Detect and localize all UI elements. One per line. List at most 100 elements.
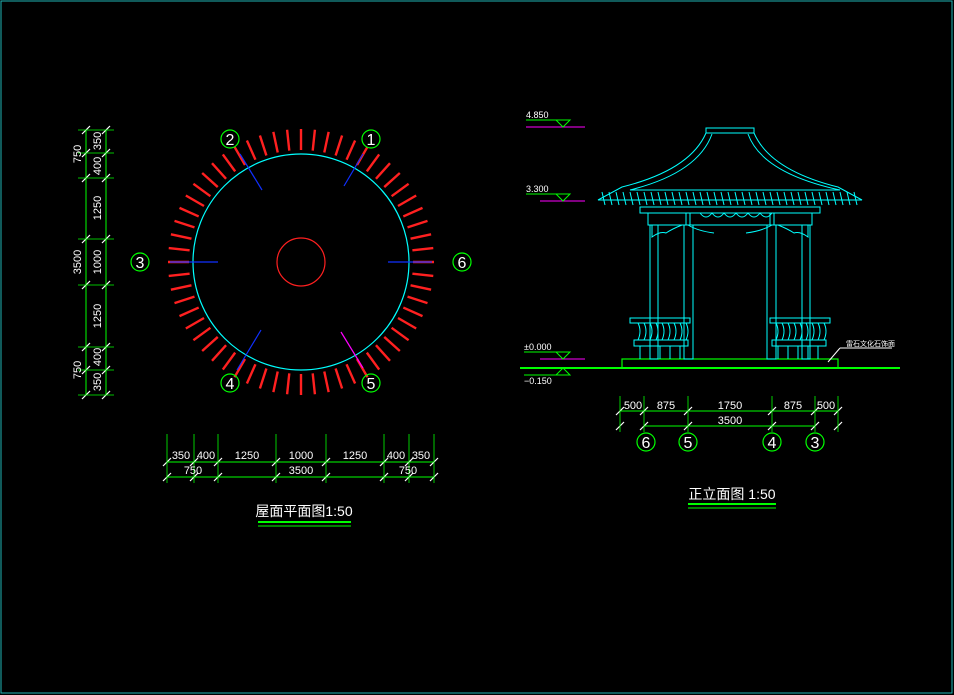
elev-axis-marker-3 — [805, 432, 825, 452]
roof-tile — [664, 191, 669, 206]
roof-tile — [811, 191, 816, 206]
railing-balusters — [637, 322, 827, 359]
rafter — [185, 194, 205, 208]
baluster — [661, 322, 665, 341]
roof-tile — [755, 191, 760, 206]
roof-tile — [783, 191, 788, 206]
hdim-inner-350-left: 350 — [172, 450, 190, 462]
baluster — [781, 322, 785, 341]
rafter — [245, 140, 257, 161]
axis-marker-4 — [220, 373, 240, 393]
level-label-minus0150: −0.150 — [524, 376, 552, 386]
roof-tile — [713, 191, 718, 206]
rafter — [334, 368, 344, 389]
rafter — [323, 131, 330, 153]
vdim-inner-1250-bottom: 1250 — [92, 304, 104, 328]
vdim-inner-400-top: 400 — [92, 157, 104, 175]
baluster — [679, 322, 683, 341]
baluster — [799, 322, 803, 341]
plan-vertical-dimensions: 350 400 1250 1000 1250 400 350 750 3500 … — [72, 125, 114, 400]
roof-tile — [832, 191, 837, 206]
rafter — [345, 363, 357, 384]
level-label-0000: ±0.000 — [524, 342, 551, 352]
rafter — [410, 284, 432, 291]
roof-tile — [818, 191, 823, 206]
elev-axis-label-3: 3 — [811, 435, 820, 452]
baluster — [649, 322, 653, 341]
ridge-line-1 — [343, 153, 364, 187]
elevation-dimensions: 500 875 1750 875 500 3500 — [615, 396, 843, 432]
ridge-line-5 — [340, 331, 364, 369]
roof-tile — [692, 191, 697, 206]
rafter — [272, 371, 279, 393]
roof-tile — [769, 191, 774, 206]
plan-axis-markers: 1 2 3 6 4 5 — [130, 129, 472, 393]
edim-875-left: 875 — [657, 400, 675, 412]
rafter — [192, 326, 212, 342]
rafter — [179, 206, 200, 218]
rafter — [397, 316, 417, 330]
roof-rafters — [168, 129, 434, 395]
roof-tile — [825, 191, 830, 206]
roof-tile — [657, 191, 662, 206]
rafter — [179, 306, 200, 318]
rafter — [233, 146, 247, 166]
plan-title: 屋面平面图1:50 — [255, 503, 352, 519]
axis-label-4: 4 — [226, 376, 235, 393]
hdim-inner-350-right: 350 — [412, 450, 430, 462]
vdim-inner-400-bottom: 400 — [92, 348, 104, 366]
column-axis-3 — [801, 224, 811, 360]
lintel-board-2 — [689, 212, 771, 226]
roof-tile — [608, 191, 613, 206]
axis-marker-5 — [361, 373, 381, 393]
elev-axis-label-4: 4 — [768, 435, 777, 452]
vdim-inner-350-top: 350 — [92, 132, 104, 150]
edim-3500: 3500 — [718, 415, 742, 427]
railing-left-cap — [629, 317, 691, 324]
baluster — [817, 322, 821, 341]
note-leader — [827, 347, 841, 363]
rafter — [168, 246, 190, 252]
rafter — [221, 153, 237, 173]
baluster — [685, 322, 689, 341]
rafter — [412, 246, 434, 252]
roof-tile — [643, 191, 648, 206]
roof-tile — [601, 191, 606, 206]
roof-tile — [650, 191, 655, 206]
axis-marker-6 — [452, 252, 472, 272]
rafter — [397, 194, 417, 208]
axis-marker-3 — [130, 252, 150, 272]
roof-tile — [804, 191, 809, 206]
axis-label-6: 6 — [458, 255, 467, 272]
hdim-outer-750-right: 750 — [399, 465, 417, 477]
elevation-title: 正立面图 1:50 — [688, 486, 775, 502]
rafter — [375, 344, 391, 362]
baluster — [673, 322, 677, 341]
axis-label-5: 5 — [367, 376, 376, 393]
roof-tile — [636, 191, 641, 206]
roof-tile — [734, 191, 739, 206]
roof-tile — [846, 191, 851, 206]
baluster — [637, 322, 641, 341]
vdim-inner-1250-top: 1250 — [92, 196, 104, 220]
railing-left-base — [633, 339, 689, 347]
bracket-left-outer — [651, 224, 683, 238]
rafter — [412, 272, 434, 278]
rafter — [375, 162, 391, 180]
edim-500-right: 500 — [817, 400, 835, 412]
hdim-inner-1250-left: 1250 — [235, 450, 259, 462]
rafter — [410, 233, 432, 240]
rafter — [390, 326, 410, 342]
vdim-inner-1000: 1000 — [92, 250, 104, 274]
roof-tile — [622, 191, 627, 206]
roof-tile — [678, 191, 683, 206]
baluster — [793, 322, 797, 341]
elevation-axis-markers: 6 5 4 3 — [636, 432, 825, 452]
rafter — [233, 358, 247, 378]
hdim-outer-750-left: 750 — [184, 465, 202, 477]
level-label-3300: 3.300 — [526, 184, 549, 194]
baluster — [811, 322, 815, 341]
roof-tile — [776, 191, 781, 206]
axis-label-2: 2 — [226, 132, 235, 149]
